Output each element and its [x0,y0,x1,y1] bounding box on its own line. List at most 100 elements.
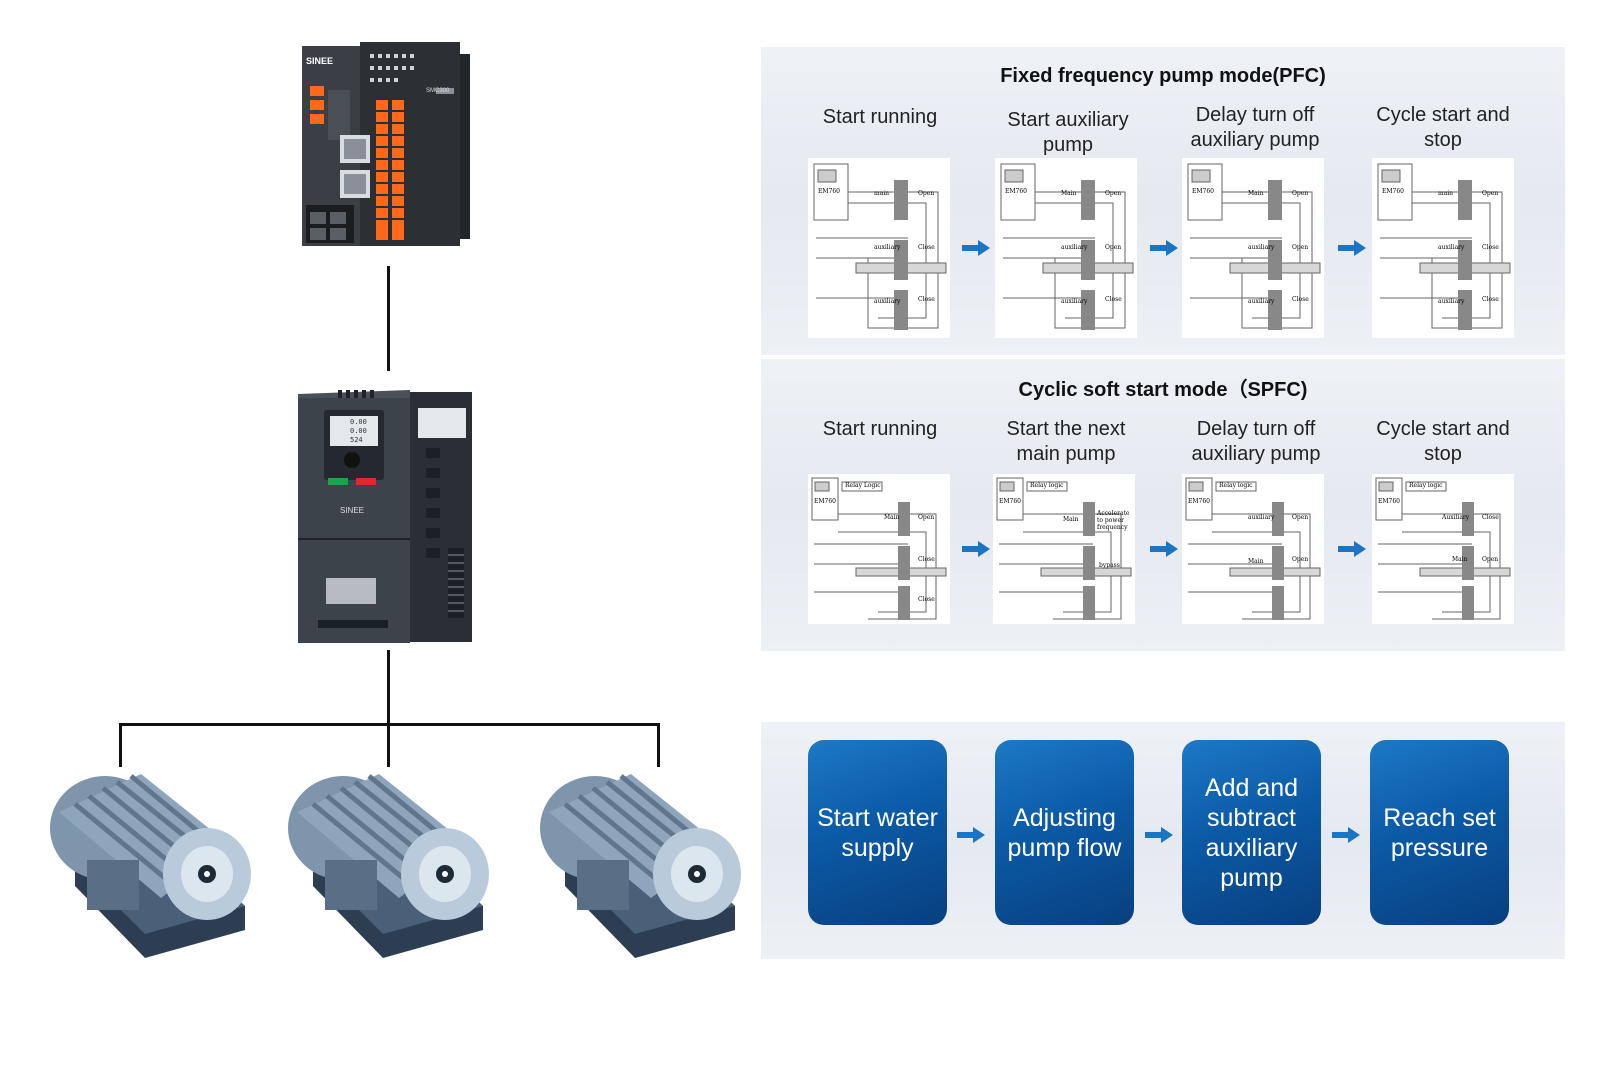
schematic-tag: Close [1482,296,1499,303]
pfc-step-label: Start auxiliary pump [1007,109,1129,156]
spfc-schematic: EM760 Relay logic Auxiliary Close Main O… [1372,474,1514,624]
schematic-tag: Auxiliary [1442,514,1470,521]
schematic-tag: Open [1292,190,1309,197]
arrow-right-icon [1145,827,1173,843]
schematic-tag: Close [1482,514,1499,521]
pfc-schematic-drawing [1187,163,1321,330]
arrow-right-icon [962,240,990,256]
arrow-right-icon [1150,240,1178,256]
plc-controller: SINEE SMC300 [300,40,472,254]
schematic-controller-tag: EM760 [1382,188,1404,195]
schematic-tag: Main [1248,558,1264,565]
frequency-drive: 0.00 0.00 524 SINEE [298,388,478,646]
schematic-tag: Open [918,190,935,197]
motor-3 [535,768,745,973]
schematic-tag: main [874,190,890,197]
schematic-tag: auxiliary [1248,514,1275,521]
pfc-schematic: EM760 Main Open auxiliary Open auxiliary… [995,158,1137,338]
pfc-title: Fixed frequency pump mode(PFC) [1000,65,1326,87]
pfc-schematic: EM760 main Open auxiliary Close auxiliar… [808,158,950,338]
pfc-schematic: EM760 Main Open auxiliary Open auxiliary… [1182,158,1324,338]
schematic-tag: auxiliary [874,298,901,305]
spfc-step-label: Start the next main pump [1006,418,1126,465]
schematic-tag: Close [918,244,935,251]
arrow-right-icon [1338,240,1366,256]
spfc-schematic: EM760 Relay Logic Main Open Close Close [808,474,950,624]
schematic-relay-tag: Relay logic [1409,482,1443,489]
schematic-tag: Close [918,296,935,303]
schematic-tag: Open [1105,244,1122,251]
schematic-controller-tag: EM760 [1378,498,1400,505]
schematic-tag: Close [1292,296,1309,303]
pfc-schematic-drawing [1377,163,1511,330]
schematic-tag: auxiliary [1438,244,1465,251]
schematic-tag: Open [1482,190,1499,197]
wire-bus [119,723,660,726]
motor-icon [540,774,741,958]
schematic-controller-tag: EM760 [818,188,840,195]
flow-step-add-subtract-auxiliary-pump: Add and subtract auxiliary pump [1182,740,1321,925]
schematic-tag: Open [1292,556,1309,563]
wire-plc-to-drive [387,266,390,371]
schematic-tag: Open [918,514,935,521]
schematic-tag: Open [1292,514,1309,521]
arrow-right-icon [962,541,990,557]
pfc-step-label: Cycle start and stop [1376,104,1510,151]
schematic-tag: Main [1061,190,1077,197]
schematic-tag: Open [1482,556,1499,563]
schematic-tag: auxiliary [874,244,901,251]
wire-drive-down [387,650,390,767]
arrow-right-icon [1332,827,1360,843]
flow-step-start-water-supply: Start water supply [808,740,947,925]
schematic-tag: auxiliary [1248,298,1275,305]
schematic-controller-tag: EM760 [814,498,836,505]
schematic-tag: Accelerate to power frequency [1097,510,1130,531]
flow-step-adjusting-pump-flow: Adjusting pump flow [995,740,1134,925]
flow-step-reach-set-pressure: Reach set pressure [1370,740,1509,925]
pfc-schematic-drawing [813,163,947,330]
schematic-controller-tag: EM760 [1005,188,1027,195]
schematic-tag: Main [1248,190,1264,197]
frequency-drive-illustration [298,390,472,643]
spfc-step-label: Cycle start and stop [1376,418,1510,465]
spfc-schematic-drawing [996,477,1132,620]
spfc-step-label: Start running [822,418,938,440]
schematic-tag: Main [884,514,900,521]
motor-icon [50,774,251,958]
arrow-right-icon [1338,541,1366,557]
wire-motor-3 [657,723,660,767]
pfc-step-label: Delay turn off auxiliary pump [1190,104,1320,151]
schematic-controller-tag: EM760 [1188,498,1210,505]
schematic-relay-tag: Relay logic [1030,482,1064,489]
schematic-tag: Open [1105,190,1122,197]
schematic-tag: auxiliary [1061,298,1088,305]
schematic-relay-tag: Relay logic [1219,482,1253,489]
schematic-tag: auxiliary [1061,244,1088,251]
schematic-tag: Close [918,556,935,563]
schematic-tag: Open [1292,244,1309,251]
schematic-tag: Close [1105,296,1122,303]
drive-display-line-1: 0.00 [350,418,367,426]
schematic-tag: Close [1482,244,1499,251]
schematic-tag: main [1438,190,1454,197]
pfc-schematic: EM760 main Open auxiliary Close auxiliar… [1372,158,1514,338]
spfc-schematic: EM760 Relay logic auxiliary Open Main Op… [1182,474,1324,624]
schematic-relay-tag: Relay Logic [845,482,881,489]
spfc-schematic-drawing [1185,477,1321,620]
pfc-step-label: Start running [822,106,938,128]
spfc-schematic-drawing [811,477,947,620]
schematic-tag: bypass [1099,562,1120,569]
motor-2 [283,768,493,973]
schematic-tag: Close [918,596,935,603]
spfc-schematic-drawing [1375,477,1511,620]
spfc-step-label: Delay turn off auxiliary pump [1191,418,1321,465]
spfc-title: Cyclic soft start mode（SPFC) [1018,379,1308,401]
schematic-tag: auxiliary [1438,298,1465,305]
schematic-tag: auxiliary [1248,244,1275,251]
drive-brand-label: SINEE [340,506,365,515]
schematic-tag: Main [1452,556,1468,563]
arrow-right-icon [1150,541,1178,557]
plc-controller-illustration [302,42,470,246]
plc-brand-label: SINEE [306,56,334,66]
drive-display-line-3: 524 [350,436,363,444]
